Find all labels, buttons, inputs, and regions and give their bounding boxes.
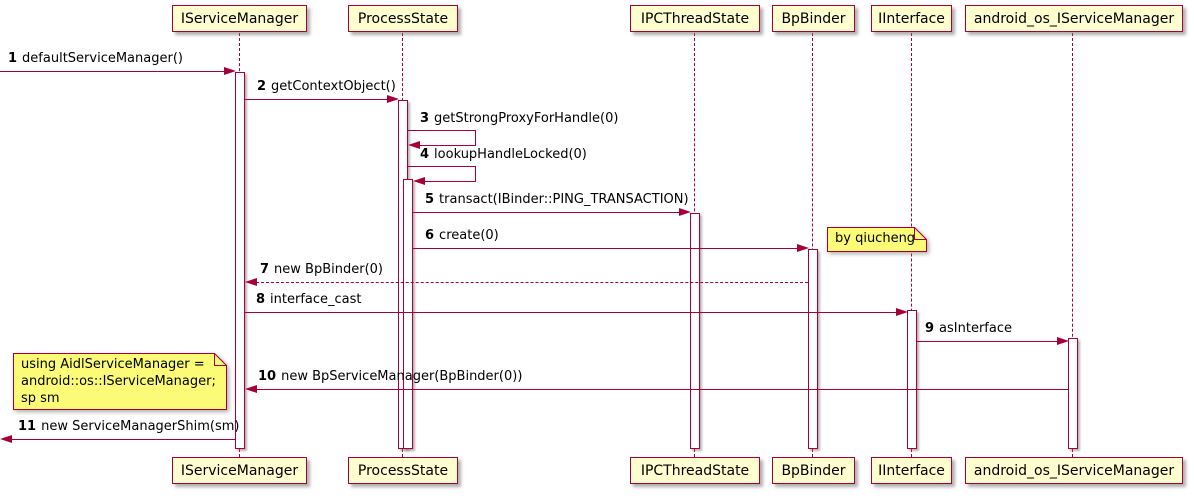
participant-top-iinterface: IInterface xyxy=(871,5,952,32)
lifeline-android-os-iservicemanager xyxy=(1072,33,1073,457)
activation-bar-iinterface xyxy=(907,310,917,449)
participant-bottom-iinterface: IInterface xyxy=(871,457,952,484)
message-2-arrowhead-icon xyxy=(387,95,399,103)
message-9-line xyxy=(917,341,1057,342)
participant-label: ProcessState xyxy=(357,10,449,27)
participant-label: ProcessState xyxy=(357,462,449,479)
message-number: 5 xyxy=(425,192,435,207)
message-11-arrowhead-icon xyxy=(0,435,12,443)
note-aidl-servicemanager: using AidlServiceManager = android::os::… xyxy=(13,353,227,410)
message-number: 10 xyxy=(258,369,277,384)
message-text: interface_cast xyxy=(270,292,362,307)
message-text: lookupHandleLocked(0) xyxy=(434,147,587,162)
participant-label: IPCThreadState xyxy=(640,10,750,27)
message-7-arrowhead-icon xyxy=(245,278,257,286)
activation-bar-processstate-nested xyxy=(403,179,413,449)
message-6-label: 6 create(0) xyxy=(425,228,499,243)
participant-top-iservicemanager: IServiceManager xyxy=(172,5,307,32)
note-by-qiucheng: by qiucheng xyxy=(827,227,927,252)
activation-bar-iservicemanager xyxy=(235,72,245,449)
participant-top-processstate: ProcessState xyxy=(348,5,458,32)
message-3-label: 3 getStrongProxyForHandle(0) xyxy=(420,111,618,126)
participant-label: IServiceManager xyxy=(180,10,299,27)
message-text: getStrongProxyForHandle(0) xyxy=(434,111,619,126)
message-10-arrowhead-icon xyxy=(245,385,257,393)
message-4-line-out xyxy=(408,166,476,167)
message-11-line xyxy=(11,439,235,440)
message-text: new BpServiceManager(BpBinder(0)) xyxy=(281,369,523,384)
participant-bottom-ipcthreadstate: IPCThreadState xyxy=(630,457,760,484)
note-shape xyxy=(827,227,927,252)
message-8-label: 8 interface_cast xyxy=(256,292,362,307)
activation-bar-android-os-iservicemanager xyxy=(1068,338,1078,449)
participant-label: IInterface xyxy=(878,10,945,27)
note-shape xyxy=(13,353,227,410)
message-4-arrowhead-icon xyxy=(413,177,425,185)
message-7-label: 7 new BpBinder(0) xyxy=(260,262,383,277)
message-number: 8 xyxy=(256,292,266,307)
message-5-line xyxy=(413,212,679,213)
participant-top-android-os-iservicemanager: android_os_IServiceManager xyxy=(965,5,1183,32)
message-number: 6 xyxy=(425,228,435,243)
message-4-label: 4 lookupHandleLocked(0) xyxy=(420,147,587,162)
participant-label: android_os_IServiceManager xyxy=(973,10,1175,27)
message-text: getContextObject() xyxy=(271,79,396,94)
participant-label: IPCThreadState xyxy=(640,462,750,479)
note-text: by qiucheng xyxy=(835,231,916,246)
message-number: 1 xyxy=(8,51,18,66)
message-11-label: 11 new ServiceManagerShim(sm) xyxy=(18,419,239,434)
message-4-line-back xyxy=(424,181,476,182)
message-text: new ServiceManagerShim(sm) xyxy=(41,419,240,434)
message-9-arrowhead-icon xyxy=(1057,337,1069,345)
message-number: 11 xyxy=(18,419,37,434)
message-text: asInterface xyxy=(939,321,1012,336)
message-number: 2 xyxy=(257,79,267,94)
message-5-arrowhead-icon xyxy=(679,208,691,216)
participant-top-ipcthreadstate: IPCThreadState xyxy=(630,5,760,32)
message-2-line xyxy=(245,99,387,100)
message-3-line-down xyxy=(475,130,476,146)
message-10-line xyxy=(256,389,1068,390)
message-10-label: 10 new BpServiceManager(BpBinder(0)) xyxy=(258,369,522,384)
participant-bottom-iservicemanager: IServiceManager xyxy=(172,457,307,484)
message-text: create(0) xyxy=(439,228,499,243)
participant-bottom-android-os-iservicemanager: android_os_IServiceManager xyxy=(965,457,1183,484)
participant-label: BpBinder xyxy=(781,10,846,27)
message-number: 7 xyxy=(260,262,270,277)
message-6-arrowhead-icon xyxy=(797,244,809,252)
message-4-line-down xyxy=(475,166,476,182)
message-6-line xyxy=(413,248,797,249)
activation-bar-bpbinder xyxy=(808,249,818,449)
lifeline-bpbinder xyxy=(812,33,813,457)
message-3-line-back xyxy=(419,145,476,146)
note-text-line: using AidlServiceManager = xyxy=(21,357,205,372)
message-text: defaultServiceManager() xyxy=(22,51,183,66)
message-1-arrowhead-icon xyxy=(224,67,236,75)
message-text: transact(IBinder::PING_TRANSACTION) xyxy=(439,192,689,207)
participant-label: IInterface xyxy=(878,462,945,479)
message-1-label: 1 defaultServiceManager() xyxy=(8,51,183,66)
message-1-line xyxy=(0,71,224,72)
participant-bottom-bpbinder: BpBinder xyxy=(772,457,855,484)
message-8-line xyxy=(245,312,896,313)
message-text: new BpBinder(0) xyxy=(274,262,383,277)
note-text-line: sp sm xyxy=(21,391,60,406)
message-7-line xyxy=(256,282,808,283)
message-2-label: 2 getContextObject() xyxy=(257,79,396,94)
message-number: 4 xyxy=(420,147,430,162)
message-9-label: 9 asInterface xyxy=(925,321,1012,336)
message-5-label: 5 transact(IBinder::PING_TRANSACTION) xyxy=(425,192,689,207)
participant-bottom-processstate: ProcessState xyxy=(348,457,458,484)
participant-label: IServiceManager xyxy=(180,462,299,479)
message-number: 3 xyxy=(420,111,430,126)
message-8-arrowhead-icon xyxy=(896,308,908,316)
message-3-line-out xyxy=(408,130,476,131)
participant-top-bpbinder: BpBinder xyxy=(772,5,855,32)
note-text-line: android::os::IServiceManager; xyxy=(21,374,216,389)
activation-bar-ipcthreadstate xyxy=(690,213,700,449)
message-3-arrowhead-icon xyxy=(408,141,420,149)
participant-label: android_os_IServiceManager xyxy=(973,462,1175,479)
message-number: 9 xyxy=(925,321,935,336)
participant-label: BpBinder xyxy=(781,462,846,479)
